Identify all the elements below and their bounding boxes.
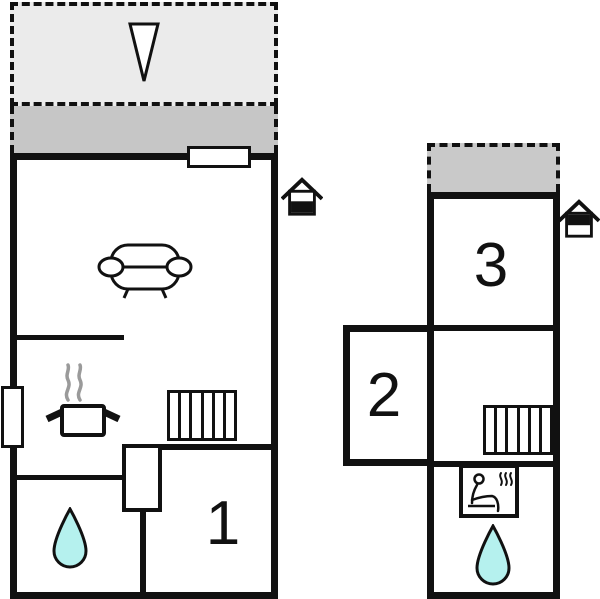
water-drop-icon [52, 507, 88, 569]
sauna-icon [468, 472, 513, 513]
sofa-icon [97, 243, 193, 299]
north-arrow-icon [128, 22, 160, 82]
steam-lines [64, 363, 71, 402]
window-top-wall [187, 146, 251, 168]
wall-bathroom-top [14, 475, 124, 480]
window-left-wall [1, 386, 24, 448]
house-upper-floor-icon [558, 199, 600, 238]
door-closet [122, 444, 162, 512]
room-label-3: 3 [473, 231, 509, 300]
cooking-pot-icon [45, 363, 121, 437]
room-label-1: 1 [205, 489, 241, 558]
wall-room1-left [140, 510, 146, 594]
house-ground-floor-icon [281, 177, 323, 216]
terrace-secondary [427, 143, 560, 192]
terrace-main [10, 2, 278, 106]
room-label-2: 2 [366, 361, 402, 430]
main-building-outline [10, 153, 278, 599]
stairs-icon [167, 390, 237, 441]
stairs-icon-secondary [483, 405, 553, 455]
wall-kitchen-divider [14, 335, 124, 340]
terrace-main-covered-strip [10, 106, 278, 153]
water-drop-icon-secondary [475, 524, 511, 586]
wall-room3-bottom [430, 325, 556, 331]
room2-annex-outline [343, 325, 434, 466]
wall-room1-top [160, 444, 272, 450]
sauna-box [459, 464, 519, 518]
